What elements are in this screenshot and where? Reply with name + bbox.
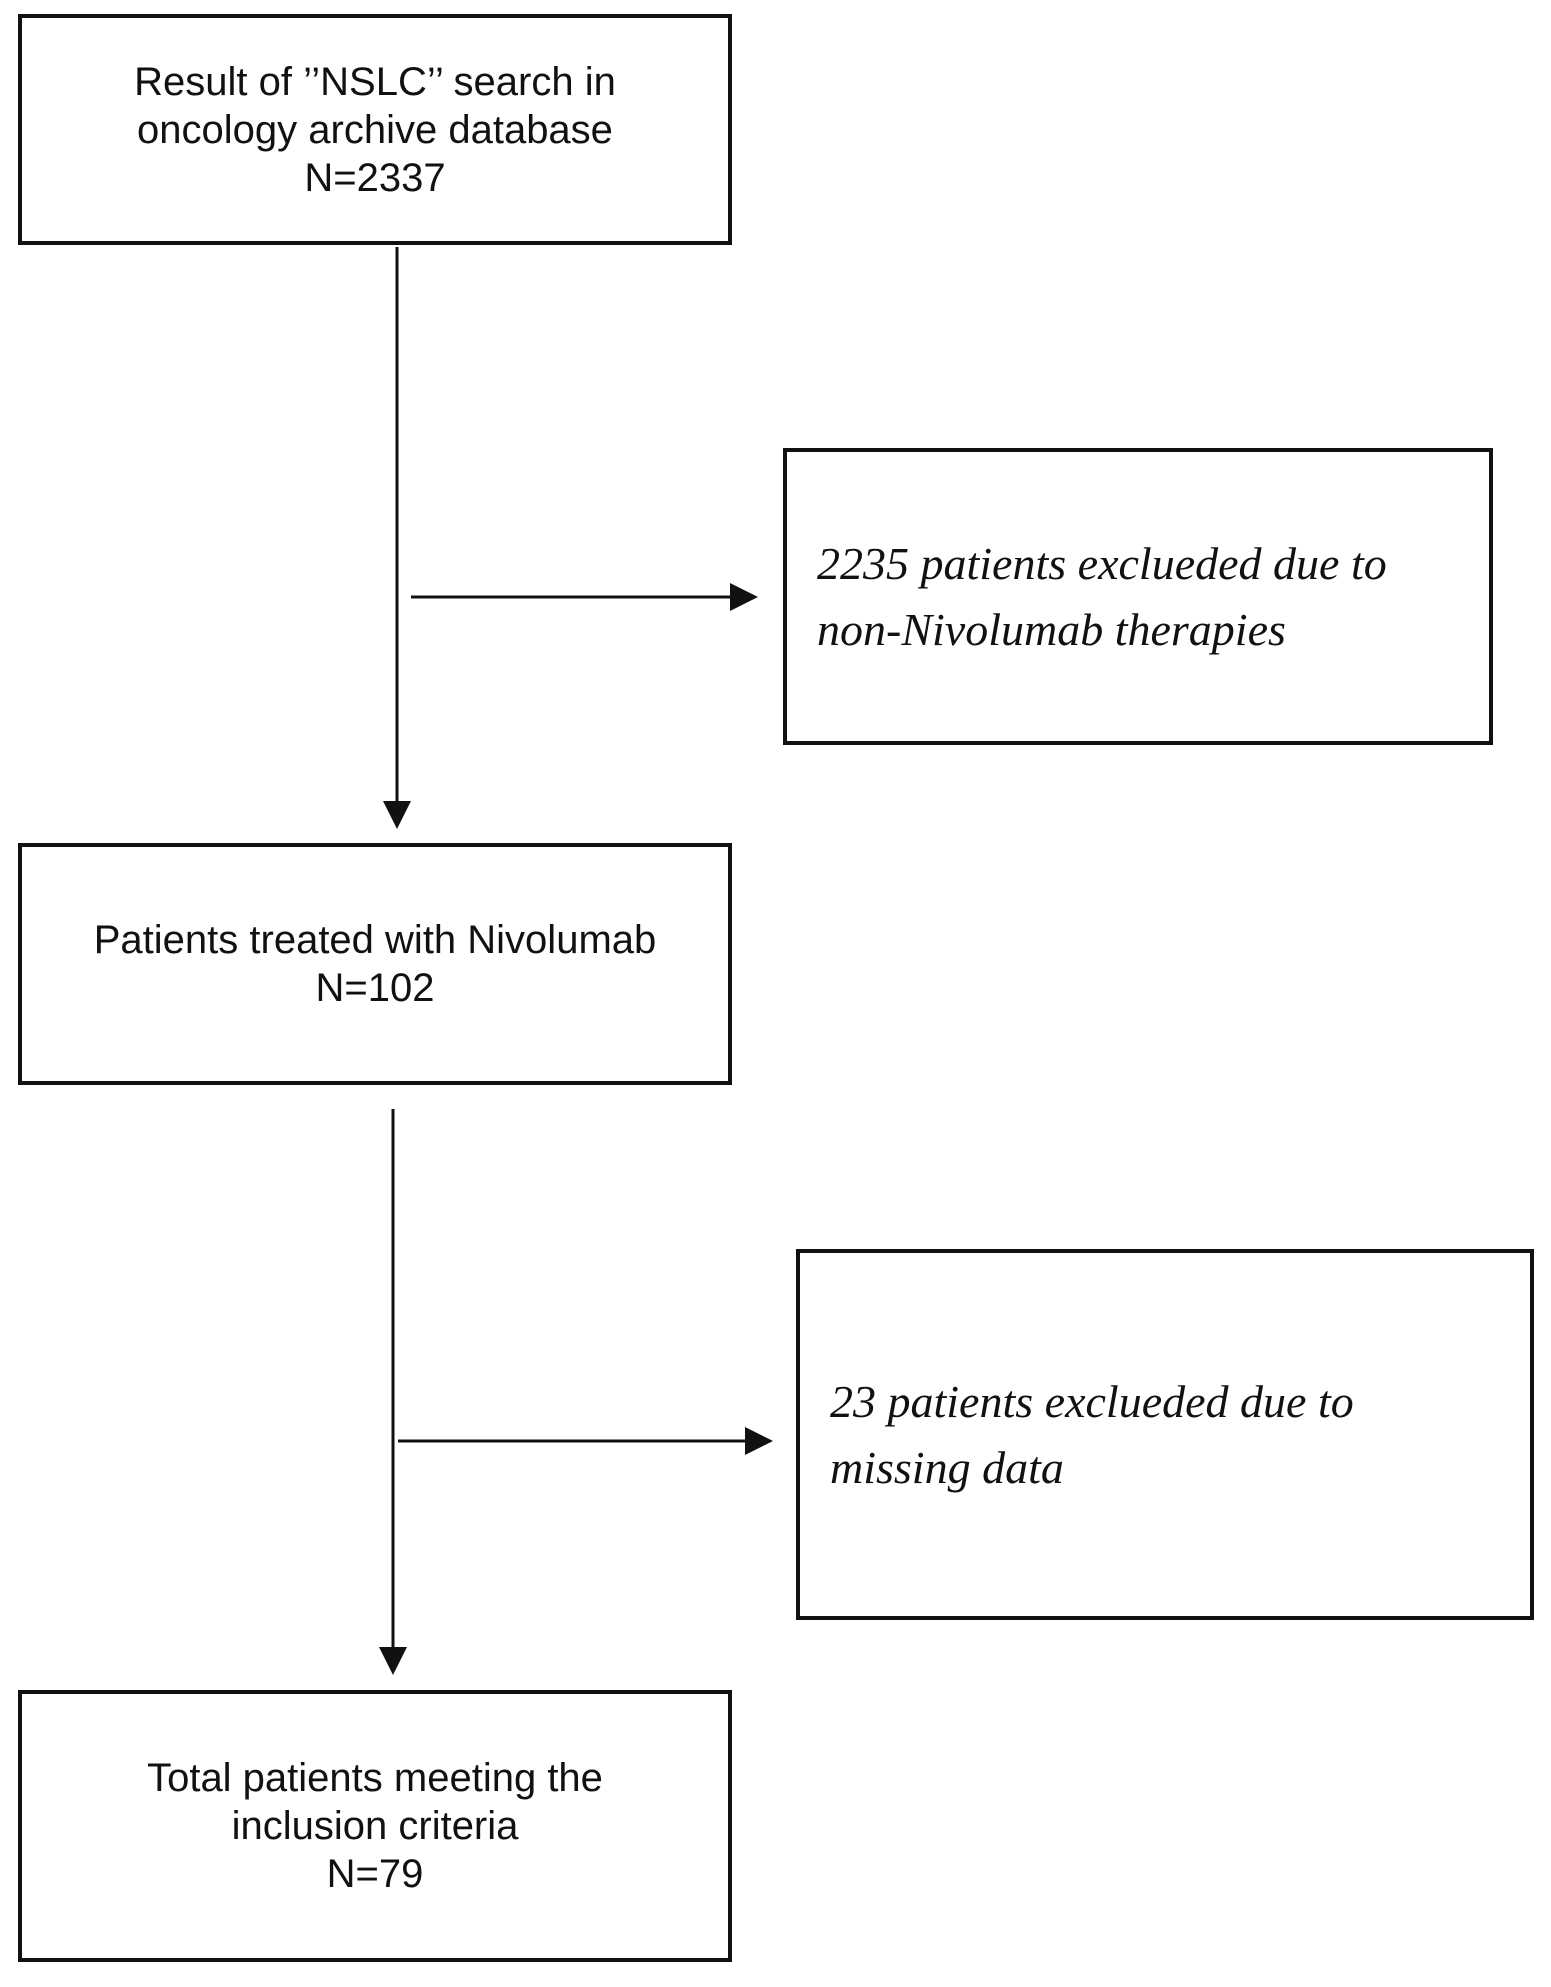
node-search-result-count: N=2337: [304, 155, 446, 200]
node-search-result-line1: Result of ’’NSLC’’ search in: [134, 59, 616, 104]
node-excluded-missing-data-line2: missing data: [830, 1441, 1064, 1493]
node-treated-with-nivolumab-count: N=102: [315, 966, 435, 1010]
node-total-inclusion-count: N=79: [326, 1852, 424, 1896]
node-excluded-non-nivolumab-line1: 2235 patients exclueded due to: [817, 537, 1387, 589]
arrow-branch-excluded-non-nivolumab: [411, 583, 758, 611]
arrow-branch-excluded-missing-data: [398, 1427, 773, 1455]
node-total-inclusion: Total patients meeting the inclusion cri…: [18, 1690, 732, 1962]
node-excluded-non-nivolumab: 2235 patients exclueded due to non-Nivol…: [783, 448, 1493, 745]
node-excluded-missing-data: 23 patients exclueded due to missing dat…: [796, 1249, 1534, 1620]
node-treated-with-nivolumab-line1: Patients treated with Nivolumab: [93, 918, 657, 962]
node-total-inclusion-line1: Total patients meeting the: [147, 1756, 603, 1800]
node-treated-with-nivolumab: Patients treated with Nivolumab N=102: [18, 843, 732, 1085]
arrow-search-to-treated: [383, 247, 411, 829]
node-excluded-non-nivolumab-line2: non-Nivolumab therapies: [817, 603, 1286, 655]
node-excluded-missing-data-line1: 23 patients exclueded due to: [830, 1375, 1354, 1427]
node-total-inclusion-line2: inclusion criteria: [231, 1804, 519, 1848]
node-search-result: Result of ’’NSLC’’ search in oncology ar…: [18, 14, 732, 245]
arrow-treated-to-total: [379, 1109, 407, 1675]
node-search-result-line2: oncology archive database: [137, 107, 613, 152]
